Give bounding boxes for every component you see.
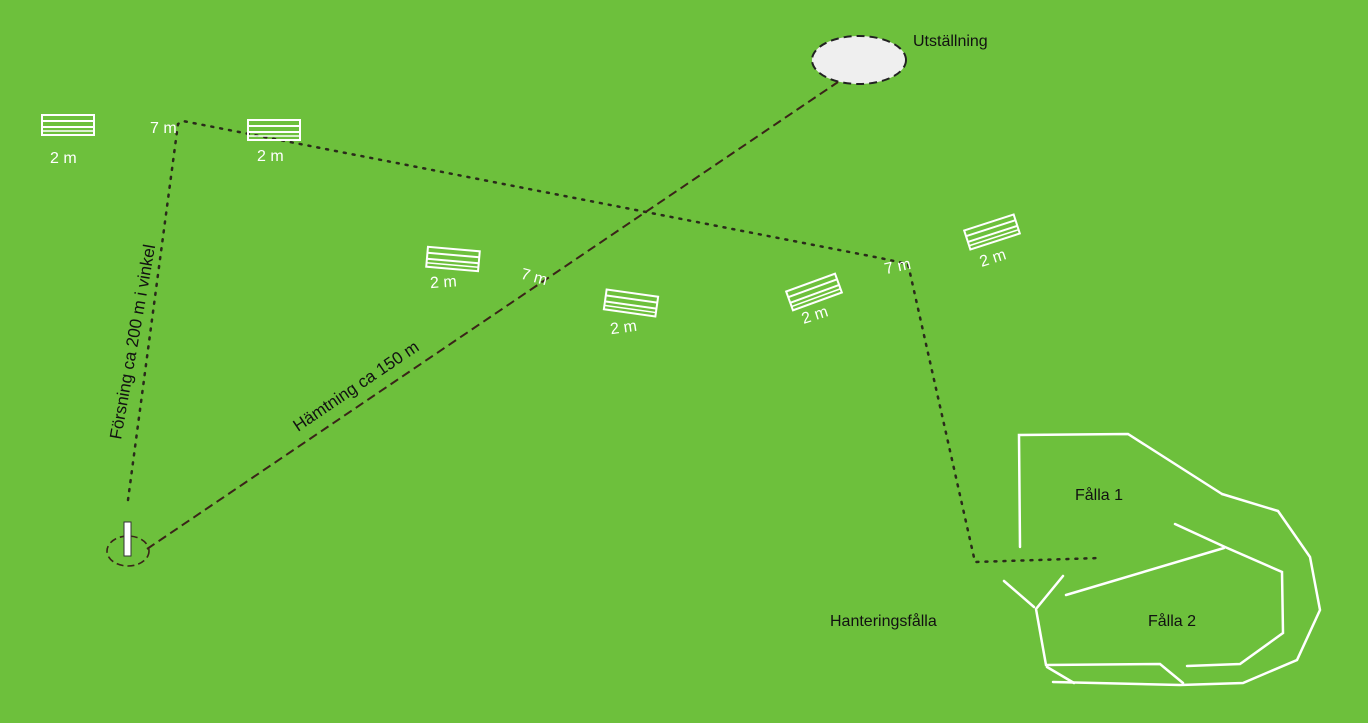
gate-width-label: 2 m — [50, 150, 77, 167]
pen2-label: Fålla 2 — [1148, 612, 1196, 630]
pen1-label: Fålla 1 — [1075, 486, 1123, 504]
gate-width-label: 2 m — [257, 148, 284, 165]
gate-gap-label: 7 m — [519, 266, 549, 289]
handling-pen-label: Hanteringsfålla — [830, 612, 937, 630]
gate-gap-label: 7 m — [150, 120, 177, 137]
post-icon — [123, 521, 132, 557]
gate-width-label: 2 m — [429, 273, 457, 292]
pen-fences — [1002, 432, 1322, 687]
gate-gap-label: 7 m — [883, 256, 913, 278]
exhaust-label: Utställning — [913, 33, 988, 50]
exhaust-area — [811, 35, 907, 85]
gate-width-label: 2 m — [609, 318, 638, 339]
post-area — [106, 535, 150, 567]
outrun-path — [126, 119, 1102, 564]
